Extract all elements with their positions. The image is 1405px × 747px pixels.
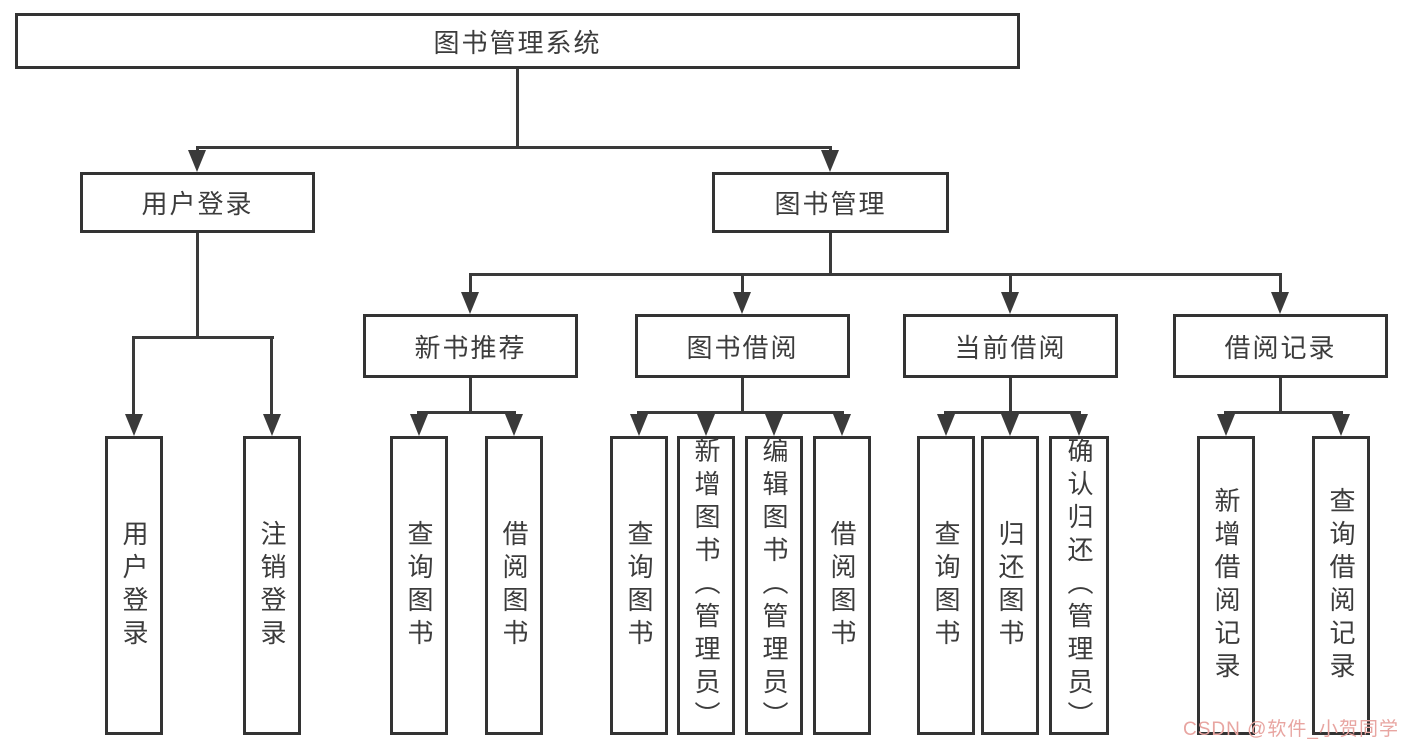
connector-line [637,411,844,414]
node-book-borrow: 图书借阅 [635,314,850,378]
leaf-label: 归还图书 [995,519,1025,652]
connector-line [469,273,472,295]
leaf-label: 新增借阅记录 [1211,486,1241,685]
leaf-nb-query-books: 查询图书 [390,436,448,735]
connector-line [741,378,744,414]
connector-line [469,378,472,414]
leaf-bb-edit-books-admin: 编辑图书（管理员） [745,436,803,735]
arrowhead-icon [505,414,523,436]
connector-line [132,336,274,339]
arrowhead-icon [833,414,851,436]
arrowhead-icon [1271,292,1289,314]
leaf-label: 查询借阅记录 [1326,486,1356,685]
node-book-management: 图书管理 [712,172,949,233]
node-user-login: 用户登录 [80,172,315,233]
leaf-bb-borrow-books: 借阅图书 [813,436,871,735]
connector-line [1224,411,1343,414]
watermark: CSDN @软件_小贺同学 [1183,719,1399,740]
leaf-br-query-record: 查询借阅记录 [1312,436,1370,735]
leaf-label: 新增图书（管理员） [691,437,721,734]
arrowhead-icon [765,414,783,436]
connector-line [1279,378,1282,414]
node-library-system: 图书管理系统 [15,13,1020,69]
leaf-label: 用户登录 [119,519,149,652]
connector-line [516,69,519,149]
arrowhead-icon [697,414,715,436]
connector-line [196,233,199,339]
arrowhead-icon [733,292,751,314]
leaf-br-add-record: 新增借阅记录 [1197,436,1255,735]
connector-line [1279,273,1282,295]
connector-line [829,233,832,276]
leaf-cb-return-books: 归还图书 [981,436,1039,735]
arrowhead-icon [1001,292,1019,314]
node-current-borrow: 当前借阅 [903,314,1118,378]
leaf-label: 注销登录 [257,519,287,652]
arrowhead-icon [1001,414,1019,436]
leaf-label: 编辑图书（管理员） [759,437,789,734]
arrowhead-icon [1070,414,1088,436]
leaf-cb-query-books: 查询图书 [917,436,975,735]
leaf-label: 查询图书 [624,519,654,652]
connector-line [1009,378,1012,414]
arrowhead-icon [1332,414,1350,436]
arrowhead-icon [630,414,648,436]
connector-line [417,411,516,414]
connector-line [944,411,1081,414]
connector-line [469,273,1282,276]
leaf-cb-confirm-return-admin: 确认归还（管理员） [1049,436,1109,735]
leaf-label: 借阅图书 [827,519,857,652]
leaf-label: 查询图书 [404,519,434,652]
connector-line [270,336,273,416]
arrowhead-icon [937,414,955,436]
leaf-label: 查询图书 [931,519,961,652]
leaf-label: 确认归还（管理员） [1064,437,1094,734]
leaf-nb-borrow-books: 借阅图书 [485,436,543,735]
node-new-book-recommend: 新书推荐 [363,314,578,378]
connector-line [1009,273,1012,295]
arrowhead-icon [410,414,428,436]
leaf-label: 借阅图书 [499,519,529,652]
arrowhead-icon [125,414,143,436]
leaf-user-login: 用户登录 [105,436,163,735]
connector-line [741,273,744,295]
leaf-bb-add-books-admin: 新增图书（管理员） [677,436,735,735]
node-borrow-records: 借阅记录 [1173,314,1388,378]
arrowhead-icon [461,292,479,314]
arrowhead-icon [821,150,839,172]
leaf-bb-query-books: 查询图书 [610,436,668,735]
connector-line [132,336,135,416]
arrowhead-icon [263,414,281,436]
leaf-logout: 注销登录 [243,436,301,735]
arrowhead-icon [1217,414,1235,436]
connector-line [196,146,832,149]
arrowhead-icon [188,150,206,172]
